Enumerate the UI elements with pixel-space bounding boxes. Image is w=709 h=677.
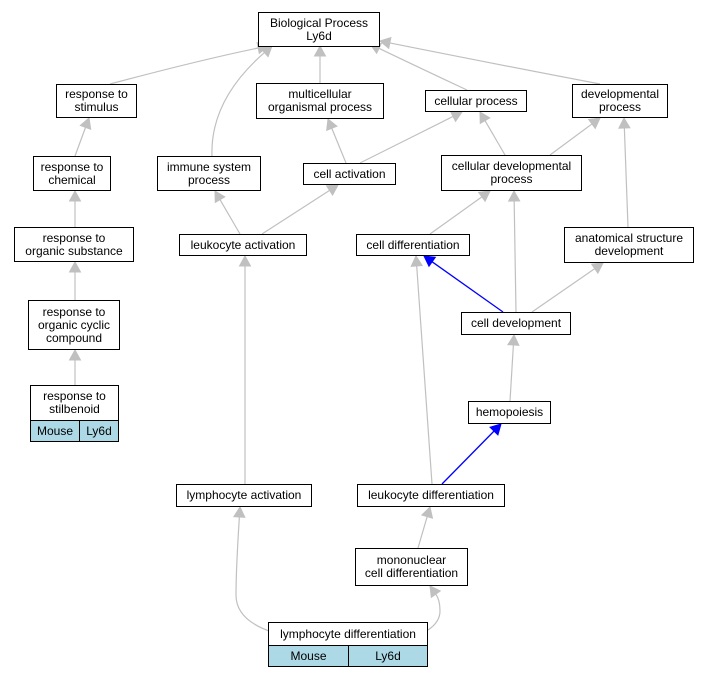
edge-arrowhead: [507, 189, 521, 202]
edge-dp-to-bp: [378, 36, 601, 85]
node-response-to-stilbenoid[interactable]: response to stilbenoid: [30, 385, 119, 421]
node-immune-system-process[interactable]: immune system process: [157, 156, 261, 191]
edge-arrowhead: [590, 262, 604, 275]
node-biological-process[interactable]: Biological Process Ly6d: [258, 12, 380, 47]
edge-la-to-ca: [261, 184, 339, 235]
edge-mcd-to-ld: [417, 506, 434, 549]
edge-line: [431, 261, 504, 313]
tag-gene-ly6d: Ly6d: [348, 645, 428, 667]
edge-arrowhead: [214, 190, 226, 204]
edge-line: [211, 52, 265, 157]
node-lymphocyte-differentiation[interactable]: lymphocyte differentiation: [268, 622, 428, 646]
node-developmental-process[interactable]: developmental process: [572, 84, 668, 118]
edge-cdev-to-cdiff: [423, 255, 504, 313]
edge-arrowhead: [238, 254, 252, 267]
edge-lya-to-la: [238, 254, 252, 484]
edge-line: [389, 42, 601, 85]
edge-line: [427, 593, 441, 631]
edge-ld-to-hemo: [441, 423, 502, 485]
node-response-to-organic-substance[interactable]: response to organic substance: [14, 227, 134, 262]
tag-gene-ly6d: Ly6d: [79, 420, 119, 442]
node-hemopoiesis[interactable]: hemopoiesis: [468, 401, 551, 424]
edge-mop-to-bp: [313, 44, 327, 83]
edge-arrowhead: [378, 36, 392, 50]
edge-line: [513, 200, 517, 313]
edge-line: [109, 47, 259, 85]
edge-arrowhead: [420, 506, 434, 519]
edge-arrowhead: [68, 260, 82, 273]
edge-line: [509, 344, 514, 402]
edge-arrowhead: [423, 255, 437, 268]
edge-line: [549, 123, 593, 156]
edge-rtst-to-rtocc: [68, 348, 82, 385]
node-anatomical-structure-development[interactable]: anatomical structure development: [564, 227, 694, 263]
edge-line: [484, 120, 506, 156]
node-cell-development[interactable]: cell development: [461, 312, 571, 335]
node-response-to-chemical[interactable]: response to chemical: [33, 156, 111, 191]
edge-rts-to-bp: [109, 41, 270, 85]
edge-arrowhead: [618, 116, 631, 129]
edge-arrowhead: [313, 44, 327, 57]
edge-arrowhead: [79, 117, 92, 131]
edge-line: [235, 516, 273, 633]
edge-arrowhead: [489, 423, 502, 436]
edge-arrowhead: [326, 118, 338, 132]
edge-cdev-to-asd: [531, 262, 604, 313]
node-multicellular-organismal-process[interactable]: multicellular organismal process: [256, 83, 384, 119]
edge-line: [378, 47, 468, 91]
edge-ca-to-mop: [326, 118, 347, 164]
edge-arrowhead: [479, 111, 491, 125]
edge-ld-to-cdiff: [410, 254, 433, 485]
node-response-to-stimulus[interactable]: response to stimulus: [56, 84, 137, 118]
node-cell-activation[interactable]: cell activation: [303, 163, 396, 185]
edge-line: [416, 265, 433, 485]
edge-arrowhead: [587, 117, 601, 130]
edge-arrowhead: [233, 505, 246, 518]
edge-arrowhead: [68, 348, 82, 361]
node-leukocyte-activation[interactable]: leukocyte activation: [179, 234, 307, 256]
edge-line: [359, 115, 454, 164]
edge-arrowhead: [325, 184, 339, 197]
edge-line: [331, 128, 347, 164]
edge-la-to-isp: [214, 190, 241, 235]
node-lymphocyte-activation[interactable]: lymphocyte activation: [176, 484, 312, 507]
edge-line: [219, 199, 241, 235]
edge-line: [74, 127, 87, 157]
edge-arrowhead: [410, 254, 424, 267]
edge-line: [417, 516, 428, 549]
edge-rtos-to-rtc: [68, 189, 82, 227]
edge-hemo-to-cdev: [507, 333, 520, 402]
edge-cdp-to-dp: [549, 117, 601, 156]
edge-line: [261, 189, 330, 235]
edge-arrowhead: [68, 189, 82, 202]
node-cellular-process[interactable]: cellular process: [425, 90, 527, 112]
node-response-to-organic-cyclic-compound[interactable]: response to organic cyclic compound: [28, 300, 120, 350]
edge-lyd-to-lya: [233, 505, 273, 633]
tag-species-mouse: Mouse: [30, 420, 80, 442]
edge-cdev-to-cdp: [507, 189, 521, 313]
edge-line: [429, 196, 483, 235]
edge-cp-to-bp: [369, 42, 468, 91]
node-leukocyte-differentiation[interactable]: leukocyte differentiation: [357, 484, 505, 507]
edge-rtocc-to-rtos: [68, 260, 82, 300]
edge-cdp-to-cp: [479, 111, 506, 156]
edge-cdiff-to-cdp: [429, 190, 491, 235]
edge-line: [531, 268, 596, 313]
edge-lyd-to-mcd: [427, 585, 442, 631]
edge-isp-to-bp: [211, 45, 273, 157]
edge-asd-to-dp: [618, 116, 631, 228]
node-cellular-developmental-process[interactable]: cellular developmental process: [441, 155, 582, 191]
edge-line: [441, 430, 495, 485]
edge-arrowhead: [429, 585, 442, 599]
edge-rtc-to-rts: [74, 117, 92, 157]
edge-arrowhead: [259, 45, 273, 58]
node-mononuclear-cell-differentiation[interactable]: mononuclear cell differentiation: [355, 548, 468, 586]
tag-species-mouse: Mouse: [268, 645, 349, 667]
node-cell-differentiation[interactable]: cell differentiation: [356, 234, 470, 256]
edge-line: [623, 127, 629, 228]
edge-arrowhead: [477, 190, 491, 203]
edge-arrowhead: [507, 333, 520, 346]
